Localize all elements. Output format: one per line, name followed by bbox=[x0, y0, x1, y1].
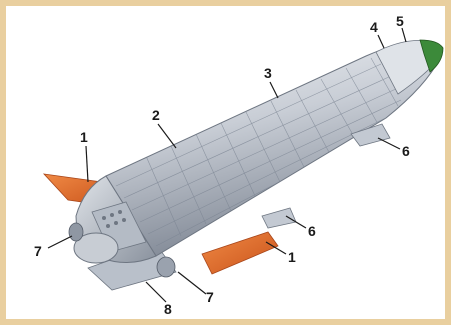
callout-7-left: 7 bbox=[34, 243, 42, 259]
spacecraft-diagram: 1 1 2 3 4 5 6 6 7 7 8 bbox=[6, 6, 445, 319]
right-fin bbox=[202, 232, 278, 274]
callout-1-right: 1 bbox=[288, 249, 296, 265]
callout-1-left: 1 bbox=[80, 129, 88, 145]
callout-5: 5 bbox=[396, 13, 404, 29]
callout-7-right: 7 bbox=[206, 289, 214, 305]
callout-8: 8 bbox=[164, 301, 172, 317]
callout-3: 3 bbox=[264, 65, 272, 81]
callout-6-lower: 6 bbox=[308, 223, 316, 239]
leader-7-left bbox=[48, 236, 72, 248]
engine-nozzle-right bbox=[157, 257, 175, 277]
leader-5 bbox=[402, 28, 406, 42]
leader-1-left bbox=[86, 146, 88, 182]
leader-4 bbox=[378, 35, 384, 48]
leader-8 bbox=[146, 282, 166, 302]
engine-nozzle-left bbox=[69, 223, 83, 241]
leader-6-upper bbox=[378, 138, 400, 149]
callout-6-upper: 6 bbox=[402, 143, 410, 159]
leader-3 bbox=[270, 82, 278, 98]
right-fin-lower bbox=[262, 208, 296, 228]
leader-7-right bbox=[178, 272, 206, 294]
callout-4: 4 bbox=[370, 19, 378, 35]
figure-panel: 1 1 2 3 4 5 6 6 7 7 8 bbox=[6, 6, 445, 319]
leader-2 bbox=[158, 124, 176, 148]
callout-2: 2 bbox=[152, 107, 160, 123]
